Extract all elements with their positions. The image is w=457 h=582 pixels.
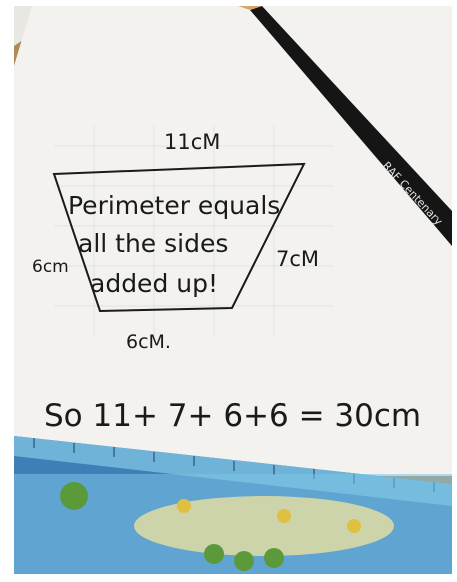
paper-grid [54, 126, 334, 336]
equation-text: So 11+ 7+ 6+6 = 30cm [44, 398, 421, 434]
top-side-label: 11cM [164, 130, 220, 154]
left-side-label: 6cm [32, 257, 69, 277]
ruler-illustration-island [134, 496, 394, 556]
message-line-2: all the sides [78, 229, 228, 258]
ruler-illustration-sun-shapes [177, 499, 361, 533]
photo: RAF Centenary 11cM 6cm 7cM 6cM. Perimete… [14, 6, 452, 574]
message-line-1: Perimeter equals [68, 191, 280, 220]
bottom-side-label: 6cM. [126, 331, 171, 353]
paper-sheet [14, 6, 452, 476]
photo-scene: RAF Centenary 11cM 6cm 7cM 6cM. Perimete… [14, 6, 452, 574]
message-line-3: added up! [90, 269, 218, 298]
ruler-illustration-trees [60, 482, 284, 571]
right-side-label: 7cM [276, 247, 319, 271]
ruler [14, 436, 452, 574]
trapezoid-shape [52, 162, 306, 313]
